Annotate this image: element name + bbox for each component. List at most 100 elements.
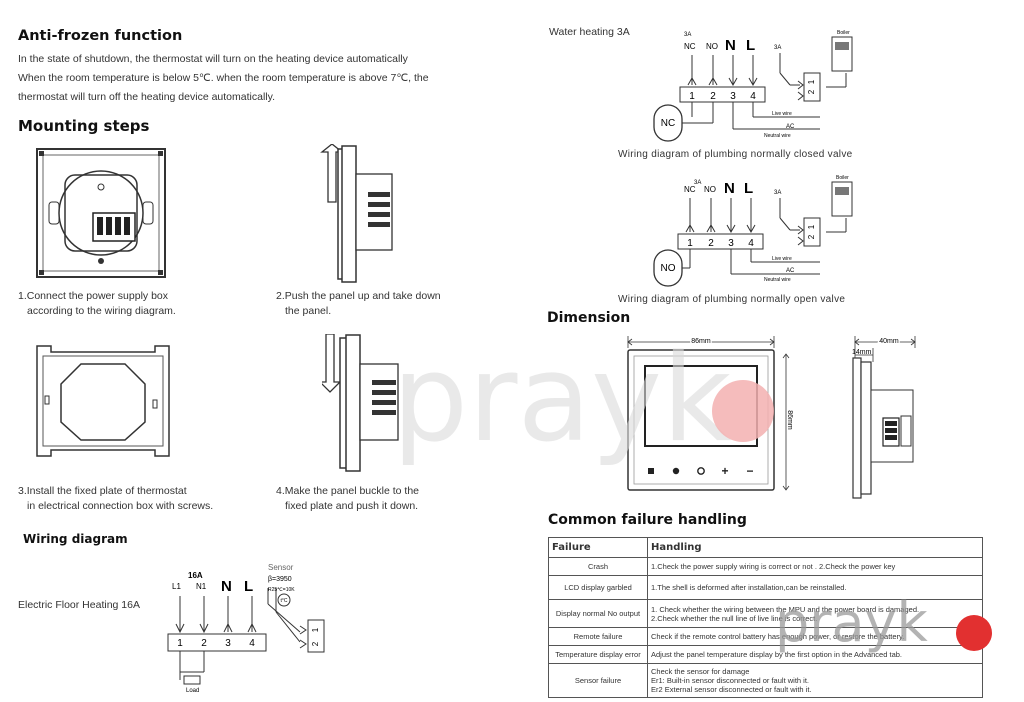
floor-term-label: N xyxy=(221,578,232,595)
floor-term-label: N1 xyxy=(196,582,207,591)
step4-illustration xyxy=(322,334,399,472)
watermark-dot-corner xyxy=(956,615,992,651)
failure-cell: Display normal No output xyxy=(548,599,648,628)
open-ac-label: AC xyxy=(786,268,795,274)
caption-line: 4.Make the panel buckle to the xyxy=(276,485,420,497)
closed-valve-label: NC xyxy=(661,118,675,129)
closed-term-label: NO xyxy=(706,42,718,51)
closed-boiler-label: Boiler xyxy=(837,30,850,36)
open-term-num: 3 xyxy=(728,238,734,249)
floor-amp: 16A xyxy=(188,571,203,580)
caption-line: fixed plate and push it down. xyxy=(285,500,419,512)
step3-caption: 3.Install the fixed plate of thermostat … xyxy=(18,484,213,514)
floor-term-num: 1 xyxy=(177,638,183,649)
floor-term-num: 3 xyxy=(225,638,231,649)
closed-valve-caption: Wiring diagram of plumbing normally clos… xyxy=(618,149,853,160)
step2-caption: 2.Push the panel up and take down the pa… xyxy=(276,289,441,319)
failure-cell: LCD display garbled xyxy=(548,575,648,600)
closed-amp-right: 3A xyxy=(774,45,781,51)
open-boiler-term: 2 xyxy=(807,234,816,239)
anti-frozen-line: thermostat will turn off the heating dev… xyxy=(18,91,275,103)
dimension-heading: Dimension xyxy=(547,310,631,326)
sensor-term: 1 xyxy=(311,627,320,632)
floor-load-label: Load xyxy=(186,688,199,694)
open-boiler-term: 1 xyxy=(807,224,816,229)
open-amp-right: 3A xyxy=(774,190,781,196)
floor-term-num: 4 xyxy=(249,638,255,649)
closed-ac-label: AC xyxy=(786,124,795,130)
failure-cell: Temperature display error xyxy=(548,645,648,664)
closed-term-label: N xyxy=(725,37,736,54)
open-amp: 3A xyxy=(694,180,701,186)
dimension-side-view: 40mm 14mm xyxy=(852,336,916,499)
failure-cell: Sensor failure xyxy=(548,663,648,698)
handling-line: Check the sensor for damage xyxy=(651,667,750,676)
handling-line: 2.Check whether the null line of live li… xyxy=(651,613,818,623)
handling-line: Er2 External sensor disconnected or faul… xyxy=(651,685,812,694)
table-row: Crash 1.Check the power supply wiring is… xyxy=(548,557,983,576)
table-row: Sensor failure Check the sensor for dama… xyxy=(548,663,983,698)
caption-line: in electrical connection box with screws… xyxy=(27,500,214,512)
open-valve-diagram: 3A NC NO N L 3A Boiler 1 2 3 4 NO 1 2 Li… xyxy=(653,175,853,287)
open-term-num: 4 xyxy=(748,238,754,249)
anti-frozen-text: In the state of shutdown, the thermostat… xyxy=(18,50,458,107)
dimension-depth: 40mm xyxy=(879,338,899,345)
open-term-label: NC xyxy=(684,185,696,194)
table-header-row: Failure Handling xyxy=(548,537,983,558)
mounting-heading: Mounting steps xyxy=(18,117,150,135)
closed-term-num: 2 xyxy=(710,91,716,102)
closed-boiler-term: 2 xyxy=(807,89,816,94)
step4-caption: 4.Make the panel buckle to the fixed pla… xyxy=(276,484,419,514)
open-term-num: 2 xyxy=(708,238,714,249)
caption-line: 2.Push the panel up and take down xyxy=(276,290,441,302)
step2-illustration xyxy=(320,144,393,283)
failure-heading: Common failure handling xyxy=(548,512,747,528)
caption-line: the panel. xyxy=(285,305,332,317)
dimension-thick: 14mm xyxy=(852,349,872,356)
table-header-failure: Failure xyxy=(548,537,648,558)
open-live-label: Live wire xyxy=(772,256,792,262)
step3-illustration xyxy=(36,345,170,457)
svg-text:−: − xyxy=(746,464,753,478)
closed-term-num: 1 xyxy=(689,91,695,102)
failure-cell: Remote failure xyxy=(548,627,648,646)
dimension-width: 86mm xyxy=(691,338,711,345)
closed-valve-diagram: 3A NC NO N L 3A Boiler 1 2 3 4 NC 1 2 Li… xyxy=(653,30,853,142)
caption-line: according to the wiring diagram. xyxy=(27,305,176,317)
table-row: LCD display garbled 1.The shell is defor… xyxy=(548,575,983,600)
caption-line: 3.Install the fixed plate of thermostat xyxy=(18,485,187,497)
table-row: Display normal No output 1. Check whethe… xyxy=(548,599,983,628)
closed-term-num: 4 xyxy=(750,91,756,102)
table-header-handling: Handling xyxy=(647,537,983,558)
wiring-heading: Wiring diagram xyxy=(23,532,128,546)
handling-cell: 1. Check whether the wiring between the … xyxy=(647,599,983,628)
closed-live-label: Live wire xyxy=(772,111,792,117)
step1-caption: 1.Connect the power supply box according… xyxy=(18,289,176,319)
handling-cell: Check the sensor for damage Er1: Built-i… xyxy=(647,663,983,698)
open-valve-caption: Wiring diagram of plumbing normally open… xyxy=(618,294,846,305)
anti-frozen-line: In the state of shutdown, the thermostat… xyxy=(18,53,408,65)
handling-line: 1. Check whether the wiring between the … xyxy=(651,604,920,614)
svg-text:+: + xyxy=(721,464,728,478)
anti-frozen-heading: Anti-frozen function xyxy=(18,28,183,44)
sensor-r25: R25℃=10K xyxy=(268,587,295,593)
floor-term-num: 2 xyxy=(201,638,207,649)
failure-cell: Crash xyxy=(548,557,648,576)
table-row: Temperature display error Adjust the pan… xyxy=(548,645,983,664)
open-term-label: NO xyxy=(704,185,716,194)
floor-heating-label: Electric Floor Heating 16A xyxy=(18,599,140,611)
open-term-num: 1 xyxy=(687,238,693,249)
table-row: Remote failure Check if the remote contr… xyxy=(548,627,983,646)
closed-neutral-label: Neutral wire xyxy=(764,133,791,139)
sensor-label: Sensor xyxy=(268,563,294,572)
open-boiler-label: Boiler xyxy=(836,175,849,181)
sensor-symbol: t°C xyxy=(281,598,288,604)
failure-table: Failure Handling Crash 1.Check the power… xyxy=(548,537,983,698)
closed-term-label: L xyxy=(746,37,755,54)
handling-cell: 1.The shell is deformed after installati… xyxy=(647,575,983,600)
caption-line: 1.Connect the power supply box xyxy=(18,290,169,302)
open-term-label: L xyxy=(744,180,753,197)
closed-boiler-term: 1 xyxy=(807,79,816,84)
handling-line: Er1: Built-in sensor disconnected or fau… xyxy=(651,676,809,685)
closed-amp: 3A xyxy=(684,32,691,38)
